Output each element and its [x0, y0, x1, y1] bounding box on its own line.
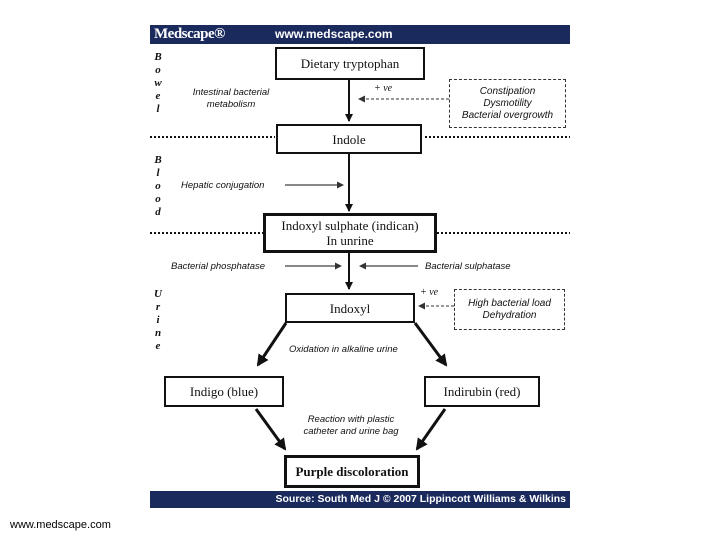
label-bacterial-phosphatase: Bacterial phosphatase — [171, 261, 266, 272]
box-indoxyl-sulphate-line2: In unrine — [326, 233, 374, 248]
box-indoxyl: Indoxyl — [285, 293, 415, 323]
box-purple-discoloration: Purple discoloration — [284, 455, 420, 488]
box-indoxyl-sulphate: Indoxyl sulphate (indican) In unrine — [263, 213, 437, 253]
header-url[interactable]: www.medscape.com — [275, 27, 393, 41]
factor-dehydration: Dehydration — [482, 309, 537, 321]
medscape-logo: Medscape® — [154, 26, 225, 42]
page-url[interactable]: www.medscape.com — [10, 519, 111, 531]
footer-bar: Source: South Med J © 2007 Lippincott Wi… — [150, 491, 570, 508]
box-indoxyl-sulphate-line1: Indoxyl sulphate (indican) — [281, 218, 419, 233]
box-indigo: Indigo (blue) — [164, 376, 284, 407]
label-oxidation: Oxidation in alkaline urine — [289, 344, 398, 355]
bowel-factors-box: Constipation Dysmotility Bacterial overg… — [449, 79, 566, 128]
box-indole: Indole — [276, 124, 422, 154]
header-bar: Medscape® www.medscape.com — [150, 25, 570, 44]
arrow-indigo-purple — [254, 408, 287, 451]
box-dietary-tryptophan: Dietary tryptophan — [275, 47, 425, 80]
factor-high-bacterial-load: High bacterial load — [468, 297, 551, 309]
label-intestinal-line1: Intestinal bacterial — [192, 87, 270, 98]
factor-dysmotility: Dysmotility — [483, 97, 532, 109]
box-indirubin: Indirubin (red) — [424, 376, 540, 407]
label-plus-ve-bowel: + ve — [374, 83, 393, 94]
label-hepatic-conjugation: Hepatic conjugation — [181, 180, 265, 191]
urine-factors-box: High bacterial load Dehydration — [454, 289, 565, 330]
label-intestinal-line2: metabolism — [206, 99, 256, 110]
arrow-indoxyl-indigo — [256, 322, 288, 367]
label-bacterial-sulphatase: Bacterial sulphatase — [425, 261, 511, 272]
source-citation: Source: South Med J © 2007 Lippincott Wi… — [275, 493, 566, 505]
arrow-indirubin-purple — [415, 408, 447, 451]
label-intestinal-metabolism: Intestinal bacterial metabolism — [184, 87, 278, 111]
label-reaction-line1: Reaction with plastic — [307, 414, 395, 425]
factor-bacterial-overgrowth: Bacterial overgrowth — [461, 109, 554, 121]
factor-constipation: Constipation — [479, 85, 536, 97]
label-plus-ve-urine: + ve — [420, 287, 439, 298]
label-reaction-line2: catheter and urine bag — [303, 426, 399, 437]
label-reaction: Reaction with plastic catheter and urine… — [292, 414, 410, 438]
arrow-indoxyl-indirubin — [413, 322, 448, 367]
